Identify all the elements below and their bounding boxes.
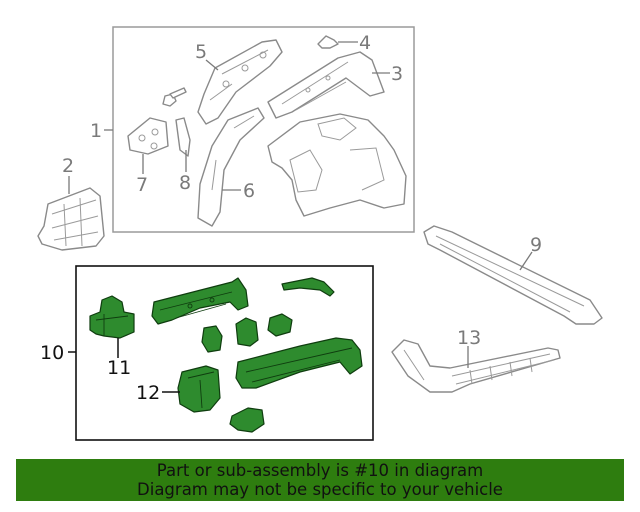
banner-line-1: Part or sub-assembly is #10 in diagram [156,461,484,480]
part-3-rail[interactable] [267,51,385,119]
callout-5: 5 [195,41,207,63]
callout-2: 2 [62,155,74,177]
notice-banner: Part or sub-assembly is #10 in diagram D… [16,459,624,501]
green-block-b[interactable] [235,317,259,347]
callout-6: 6 [243,180,255,202]
green-bracket-12[interactable] [177,365,221,413]
wheelhouse-assembly[interactable] [267,113,407,217]
part-5-upper-apron[interactable] [197,39,283,125]
part-9-bar[interactable] [423,225,603,325]
callout-1: 1 [90,120,102,142]
green-bracket-small[interactable] [229,407,265,433]
callout-4: 4 [359,32,371,54]
bolt[interactable] [162,87,187,107]
callout-9: 9 [530,234,542,256]
green-block-c[interactable] [267,313,293,337]
callout-3: 3 [391,63,403,85]
green-strip-top[interactable] [281,277,335,297]
green-rail-lower[interactable] [235,337,363,389]
callout-8: 8 [179,172,191,194]
green-block-a[interactable] [201,325,223,353]
part-13-rail[interactable] [391,339,561,393]
parts-diagram: 1 2 3 4 5 6 7 8 9 10 11 12 13 [37,26,603,441]
green-apron-upper[interactable] [151,277,249,325]
green-bracket-11[interactable] [89,295,135,339]
part-6-apron[interactable] [197,107,265,227]
callout-12: 12 [136,382,160,404]
part-7-bracket[interactable] [127,117,169,155]
part-2-bracket[interactable] [37,187,105,251]
banner-line-2: Diagram may not be specific to your vehi… [137,480,503,499]
group-10-box [75,265,374,441]
part-4-clip[interactable] [317,35,339,49]
callout-7: 7 [136,174,148,196]
leader-9 [519,251,533,271]
leader-5 [205,59,219,71]
callout-11: 11 [107,357,131,379]
callout-10: 10 [40,342,64,364]
part-8-bracket[interactable] [175,117,191,157]
callout-13: 13 [457,327,481,349]
